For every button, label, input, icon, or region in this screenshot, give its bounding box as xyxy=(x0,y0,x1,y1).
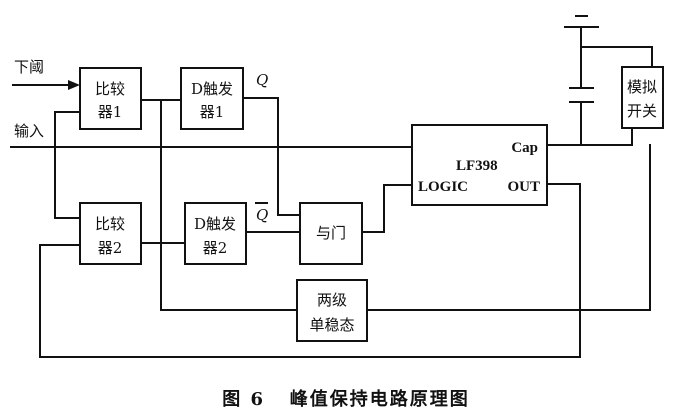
wires xyxy=(10,27,653,358)
figure-caption: 图 6 峰值保持电路原理图 xyxy=(222,388,470,410)
dff1-label-line1: D触发 xyxy=(191,80,233,98)
dff1-label-line2: 器1 xyxy=(200,103,225,121)
capacitor-icon xyxy=(569,87,594,103)
cap-to-switch-wire xyxy=(547,128,633,146)
monostable-label-line1: 两级 xyxy=(317,291,347,309)
threshold-label: 下阈 xyxy=(14,58,44,76)
and-to-logic-wire xyxy=(362,184,412,233)
dff2-block: D触发 器2 xyxy=(184,202,247,265)
lf398-pin-logic: LOGIC xyxy=(418,179,468,195)
q-to-and-wire xyxy=(243,97,300,216)
dff2-label-line2: 器2 xyxy=(203,239,228,257)
comparator2-label-line2: 器2 xyxy=(98,239,123,257)
analog-switch-block: 模拟 开关 xyxy=(621,66,664,129)
dff1-block: D触发 器1 xyxy=(180,67,244,130)
out-feedback-wire xyxy=(39,183,581,358)
input-to-comp2-wire xyxy=(54,147,80,219)
comparator1-block: 比较 器1 xyxy=(79,67,142,130)
comparator2-label-line1: 比较 xyxy=(95,215,125,233)
lf398-name: LF398 xyxy=(456,158,498,174)
input-to-comp1-wire xyxy=(54,111,80,147)
comparator2-block: 比较 器2 xyxy=(79,202,142,265)
analog-switch-label-line2: 开关 xyxy=(627,102,657,120)
q-bar-output-label: Q xyxy=(256,206,268,224)
monostable-block: 两级 单稳态 xyxy=(296,279,368,342)
comparator1-label-line2: 器1 xyxy=(98,103,123,121)
ground-icon xyxy=(564,15,599,28)
comp-node-to-monostable-wire xyxy=(160,100,297,311)
comparator1-label-line1: 比较 xyxy=(95,80,125,98)
analog-switch-label-line1: 模拟 xyxy=(627,78,657,96)
lf398-pin-cap: Cap xyxy=(511,140,538,156)
lf398-block: Cap LF398 LOGIC OUT xyxy=(411,124,548,206)
input-label: 输入 xyxy=(14,122,44,140)
monostable-to-switch-wire xyxy=(367,144,651,311)
ground-to-switch-wire xyxy=(581,46,653,67)
monostable-label-line2: 单稳态 xyxy=(309,316,354,334)
and-gate-label: 与门 xyxy=(316,224,346,242)
lf398-pin-out: OUT xyxy=(507,179,540,195)
and-gate-block: 与门 xyxy=(299,202,363,265)
dff2-label-line1: D触发 xyxy=(194,215,236,233)
threshold-arrow-icon xyxy=(68,80,80,90)
q-output-label: Q xyxy=(256,71,268,89)
